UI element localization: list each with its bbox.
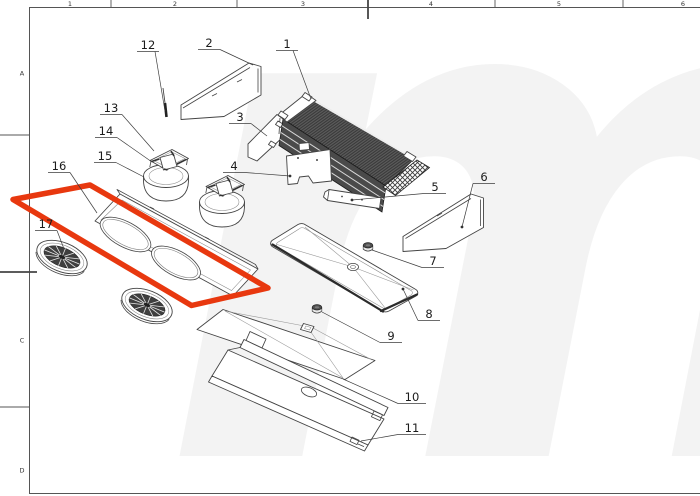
callout-2[interactable]: 2: [198, 36, 254, 66]
svg-text:1: 1: [283, 37, 290, 51]
ruler-letter: A: [20, 70, 25, 78]
callout-13[interactable]: 13: [100, 101, 155, 152]
callout-16[interactable]: 16: [48, 159, 98, 214]
svg-text:5: 5: [431, 180, 438, 194]
part-12-pin[interactable]: [162, 87, 168, 118]
part-7-grommet[interactable]: [362, 242, 374, 252]
selection-highlight-part-16: [10, 182, 271, 309]
svg-text:6: 6: [480, 170, 487, 184]
callout-12[interactable]: 12: [137, 38, 166, 112]
svg-text:12: 12: [141, 38, 156, 52]
part-11-bottom-channel[interactable]: [208, 331, 389, 452]
part-1-coil[interactable]: [277, 92, 431, 213]
ruler-letter: C: [20, 337, 25, 345]
callout-4[interactable]: 4: [223, 159, 292, 178]
svg-text:2: 2: [205, 36, 212, 50]
svg-text:16: 16: [52, 159, 67, 173]
ruler-number: 5: [557, 0, 561, 8]
svg-text:4: 4: [230, 159, 237, 173]
callout-10[interactable]: 10: [342, 378, 426, 404]
callout-15[interactable]: 15: [94, 149, 145, 178]
callout-1[interactable]: 1: [276, 37, 312, 100]
svg-text:7: 7: [429, 254, 436, 268]
callout-6[interactable]: 6: [460, 170, 495, 229]
part-10-cover-panel[interactable]: [196, 309, 376, 380]
callout-8[interactable]: 8: [401, 287, 440, 321]
callout-17[interactable]: 17: [35, 217, 65, 250]
part-2-side-panel[interactable]: [180, 62, 262, 120]
svg-text:14: 14: [99, 124, 114, 138]
part-9-grommet[interactable]: [311, 304, 323, 314]
callout-9[interactable]: 9: [321, 311, 402, 343]
svg-text:15: 15: [98, 149, 113, 163]
callout-5[interactable]: 5: [350, 180, 446, 202]
part-8-drain-pan[interactable]: [270, 223, 419, 313]
callout-7[interactable]: 7: [371, 249, 444, 268]
ruler-number: 1: [68, 0, 72, 8]
part-16-fan-deck-panel[interactable]: [94, 189, 259, 297]
svg-text:8: 8: [425, 307, 432, 321]
ruler-letter: D: [19, 467, 24, 475]
svg-text:17: 17: [39, 217, 54, 231]
svg-text:11: 11: [405, 421, 420, 435]
svg-text:13: 13: [104, 101, 119, 115]
svg-text:3: 3: [236, 110, 243, 124]
ruler-number: 4: [429, 0, 433, 8]
svg-text:9: 9: [387, 329, 394, 343]
callout-3[interactable]: 3: [229, 110, 268, 137]
part-4-end-plate[interactable]: [286, 142, 332, 185]
part-6-side-panel[interactable]: [402, 193, 484, 252]
ruler-number: 6: [681, 0, 685, 8]
part-13-14-15-fan-motor-assembly[interactable]: [142, 148, 190, 202]
callout-11[interactable]: 11: [360, 421, 426, 442]
ruler-number: 3: [301, 0, 305, 8]
ruler-number: 2: [173, 0, 177, 8]
callout-14[interactable]: 14: [95, 124, 153, 163]
svg-text:10: 10: [405, 390, 420, 404]
